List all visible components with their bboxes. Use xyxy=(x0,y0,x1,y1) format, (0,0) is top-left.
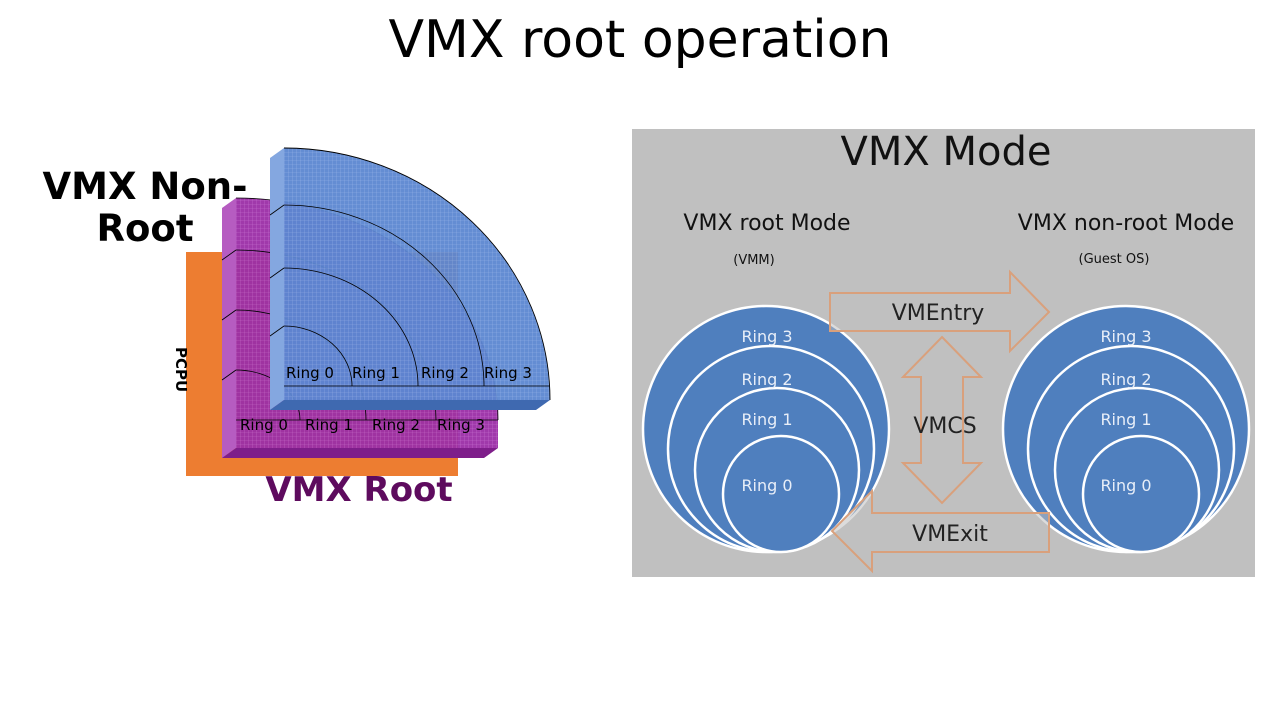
vmx-mode-panel: VMX Mode VMX root Mode (VMM) VMX non-roo… xyxy=(632,129,1255,577)
vmcs-label: VMCS xyxy=(913,414,976,439)
vmx-nonroot-title-line2: Root xyxy=(96,207,193,250)
root-ring-0: Ring 0 xyxy=(741,476,792,495)
root-ring-3: Ring 3 xyxy=(741,327,792,346)
root-mode-title: VMX root Mode xyxy=(683,211,850,236)
root-ring-2: Ring 2 xyxy=(741,370,792,389)
root-ring-circles xyxy=(641,304,891,554)
root-mode-subtitle: (VMM) xyxy=(733,253,774,268)
nonroot-ring-0-label: Ring 0 xyxy=(286,364,334,382)
vmx-nonroot-title-line1: VMX Non- xyxy=(43,165,248,208)
vmcs-arrow xyxy=(900,335,984,505)
vmentry-label: VMEntry xyxy=(892,301,985,326)
nonroot-ring-1: Ring 1 xyxy=(1100,410,1151,429)
nonroot-ring-2: Ring 2 xyxy=(1100,370,1151,389)
nonroot-mode-title: VMX non-root Mode xyxy=(1018,211,1234,236)
vmexit-label: VMExit xyxy=(912,522,988,547)
nonroot-ring-circles xyxy=(1001,304,1251,554)
pcpu-label: PCPU xyxy=(172,347,190,392)
vmx-root-title: VMX Root xyxy=(265,470,452,510)
vmexit-arrow xyxy=(830,488,1050,574)
root-ring-1: Ring 1 xyxy=(741,410,792,429)
vmentry-arrow xyxy=(829,269,1051,354)
nonroot-mode-subtitle: (Guest OS) xyxy=(1079,252,1150,267)
nonroot-ring-3: Ring 3 xyxy=(1100,327,1151,346)
root-ring-3-label: Ring 3 xyxy=(437,416,485,434)
vmx-nonroot-layer xyxy=(269,147,551,410)
vmx-ring-layers-diagram: PCPU Ring 0 Ring 1 Ring 2 Ring 3 Ring 0 … xyxy=(43,147,551,510)
root-ring-0-label: Ring 0 xyxy=(240,416,288,434)
root-ring-2-label: Ring 2 xyxy=(372,416,420,434)
slide-title: VMX root operation xyxy=(388,10,892,70)
nonroot-ring-3-label: Ring 3 xyxy=(484,364,532,382)
vmx-mode-title: VMX Mode xyxy=(841,129,1052,175)
nonroot-ring-1-label: Ring 1 xyxy=(352,364,400,382)
nonroot-ring-2-label: Ring 2 xyxy=(421,364,469,382)
root-ring-1-label: Ring 1 xyxy=(305,416,353,434)
nonroot-ring-0: Ring 0 xyxy=(1100,476,1151,495)
